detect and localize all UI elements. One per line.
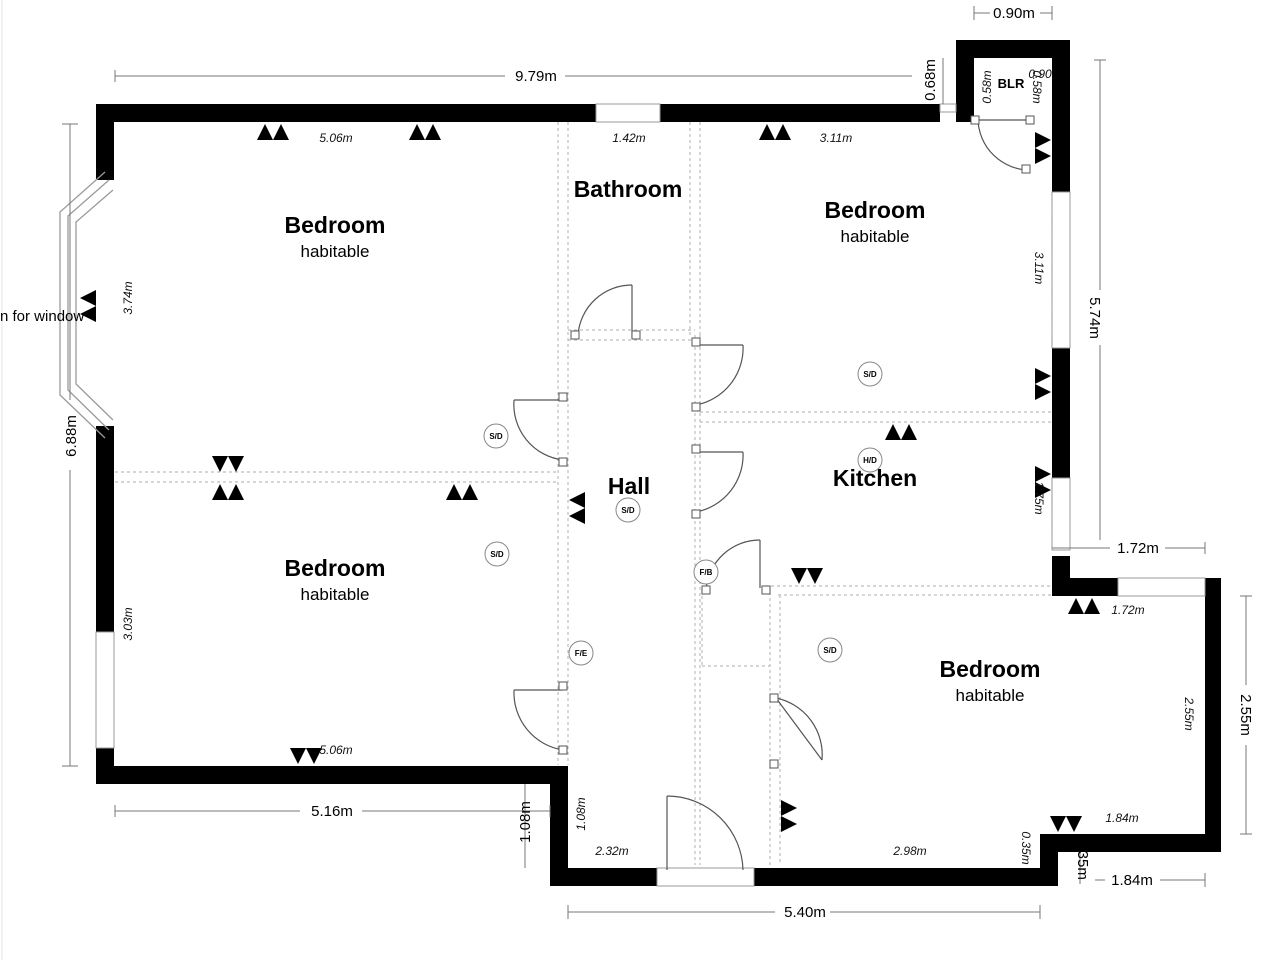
dim-bottom-left: 5.16m	[311, 803, 353, 820]
dim-bottom-right: 1.84m	[1111, 872, 1153, 889]
smoke-detector-icon: S/D	[615, 497, 641, 523]
room-name-bathroom: Bathroom	[574, 176, 683, 202]
window-note: n for window	[0, 308, 84, 325]
dim-right-lower: 2.55m	[1237, 694, 1254, 736]
dim-bed4-step: 0.35m	[1019, 831, 1033, 864]
room-name-bedroom-3: Bedroom	[285, 555, 386, 581]
outer-dimensions: 9.79m 0.90m 0.68m 5.74m 6.88m 1.72m 2.55…	[63, 5, 1254, 921]
dim-overall-width: 9.79m	[515, 68, 557, 85]
room-type-bedroom-1: habitable	[300, 242, 369, 261]
symbol-label: H/D	[863, 456, 877, 465]
room-name-bedroom-1: Bedroom	[285, 212, 386, 238]
door-jambs	[558, 115, 1035, 769]
smoke-detector-icon: S/D	[817, 637, 843, 663]
dim-bed3-bottom: 5.06m	[319, 743, 352, 757]
fixture-symbols: S/D S/D S/D S/D S/D H/D F/E F/B	[483, 361, 883, 666]
room-name-bedroom-2: Bedroom	[825, 197, 926, 223]
dim-hall-left: 1.08m	[574, 797, 588, 830]
symbol-label: S/D	[489, 432, 503, 441]
fire-extinguisher-icon: F/E	[568, 640, 594, 666]
dim-bed1-top: 5.06m	[319, 131, 352, 145]
windows	[95, 103, 1206, 887]
symbol-label: F/B	[700, 568, 713, 577]
fire-blanket-icon: F/B	[693, 559, 719, 585]
room-name-hall: Hall	[608, 473, 650, 499]
dim-bed2-right: 3.11m	[1032, 252, 1046, 284]
room-name-boiler: BLR	[998, 76, 1025, 91]
room-name-bedroom-4: Bedroom	[940, 656, 1041, 682]
room-type-bedroom-2: habitable	[840, 227, 909, 246]
symbol-label: S/D	[823, 646, 837, 655]
dim-kitchen-right: 1.75m	[1032, 481, 1046, 514]
dim-bed2-top: 3.11m	[820, 131, 852, 145]
dim-bed4-right: 2.55m	[1182, 696, 1196, 730]
smoke-detector-icon: S/D	[857, 361, 883, 387]
dim-bathroom-top: 1.42m	[612, 131, 645, 145]
dim-hall-bottom: 2.32m	[594, 844, 628, 858]
room-type-bedroom-3: habitable	[300, 585, 369, 604]
dim-bottom-mid: 5.40m	[784, 904, 826, 921]
smoke-detector-icon: S/D	[484, 541, 510, 567]
dim-bottom-right-step: 0.35m	[1074, 838, 1091, 880]
dim-bed3-left: 3.03m	[121, 607, 135, 640]
dim-bed4-top: 1.72m	[1111, 603, 1144, 617]
doors	[513, 119, 1031, 871]
internal-partitions	[115, 122, 1055, 865]
dim-bottom-step: 1.08m	[517, 801, 534, 843]
room-labels: Bedroom habitable Bathroom Bedroom habit…	[285, 76, 1041, 705]
dim-left-height: 6.88m	[63, 415, 80, 457]
symbol-label: S/D	[490, 550, 504, 559]
dim-blr-width: 0.90m	[993, 5, 1035, 22]
dim-bed4-bottom: 2.98m	[892, 844, 926, 858]
room-type-bedroom-4: habitable	[955, 686, 1024, 705]
dim-bed1-left: 3.74m	[121, 281, 135, 314]
socket-marks	[80, 124, 1100, 832]
dim-blr-offset: 0.68m	[922, 59, 939, 101]
symbol-label: S/D	[621, 506, 635, 515]
dimension-lines	[62, 6, 1252, 919]
dim-bed4-corner: 1.84m	[1105, 811, 1138, 825]
symbol-label: S/D	[863, 370, 877, 379]
smoke-detector-icon: S/D	[483, 423, 509, 449]
dim-right-step: 1.72m	[1117, 540, 1159, 557]
dim-right-height: 5.74m	[1086, 297, 1103, 339]
dim-blr-a: 0.58m	[980, 70, 994, 103]
exterior-walls	[96, 40, 1221, 886]
dim-blr-b: 0.90	[1028, 67, 1052, 81]
heat-detector-icon: H/D	[857, 447, 883, 473]
dim-blr-c: 0.58m	[1030, 70, 1044, 103]
inner-dimensions: 5.06m 3.74m 1.42m 3.11m 3.11m 1.75m 0.58…	[121, 67, 1196, 865]
symbol-label: F/E	[575, 649, 588, 658]
bay-window	[59, 171, 114, 439]
